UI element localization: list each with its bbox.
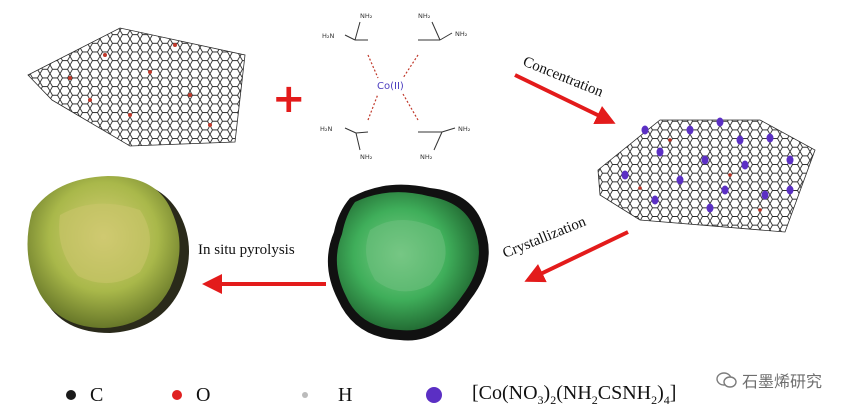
pyrolysis-label: In situ pyrolysis bbox=[198, 242, 295, 258]
concentration-label: Concentration bbox=[521, 54, 606, 101]
wechat-icon bbox=[716, 372, 737, 388]
plus-sign: + bbox=[272, 76, 306, 122]
svg-text:NH₂: NH₂ bbox=[360, 12, 373, 20]
svg-text:NH₂: NH₂ bbox=[458, 125, 471, 133]
complex-dot-icon bbox=[426, 387, 442, 403]
legend-item-complex: [Co(NO3)2(NH2CSNH2)4] bbox=[426, 382, 676, 408]
pyrolyzed-particle bbox=[27, 176, 189, 333]
legend-item-oxygen: O bbox=[172, 382, 210, 408]
svg-text:H₂N: H₂N bbox=[320, 125, 332, 133]
legend: C O H [Co(NO3)2(NH2CSNH2)4] bbox=[0, 372, 844, 416]
legend-label-carbon: C bbox=[90, 383, 104, 406]
oxygen-dot-icon bbox=[172, 390, 182, 400]
carbon-dot-icon bbox=[66, 390, 76, 400]
center-metal-label: Co(II) bbox=[377, 81, 404, 92]
arrow-concentration: Concentration bbox=[514, 54, 616, 125]
legend-item-hydrogen: H bbox=[302, 382, 352, 408]
legend-item-carbon: C bbox=[66, 382, 103, 408]
watermark-text: 石墨烯研究 bbox=[741, 372, 822, 391]
cobalt-thiourea-complex: Co(II) H₂N NH₂ NH₂ NH₂ H₂N NH₂ NH₂ NH₂ bbox=[320, 12, 471, 161]
legend-label-hydrogen: H bbox=[338, 383, 353, 406]
svg-text:NH₂: NH₂ bbox=[420, 153, 433, 161]
graphene-sheet-loaded bbox=[597, 117, 816, 233]
legend-label-oxygen: O bbox=[196, 383, 211, 406]
svg-text:NH₂: NH₂ bbox=[455, 30, 468, 38]
hydrogen-dot-icon bbox=[302, 392, 308, 398]
green-precursor-particle bbox=[327, 184, 489, 341]
watermark: 石墨烯研究 bbox=[716, 368, 822, 392]
legend-label-complex: [Co(NO3)2(NH2CSNH2)4] bbox=[472, 382, 677, 407]
svg-text:NH₂: NH₂ bbox=[360, 153, 373, 161]
graphene-sheet-top-left bbox=[27, 27, 246, 147]
arrow-pyrolysis: In situ pyrolysis bbox=[198, 242, 326, 294]
arrow-crystallization: Crystallization bbox=[501, 214, 629, 283]
svg-text:H₂N: H₂N bbox=[322, 32, 334, 40]
svg-text:NH₂: NH₂ bbox=[418, 12, 431, 20]
crystallization-label: Crystallization bbox=[501, 214, 589, 262]
